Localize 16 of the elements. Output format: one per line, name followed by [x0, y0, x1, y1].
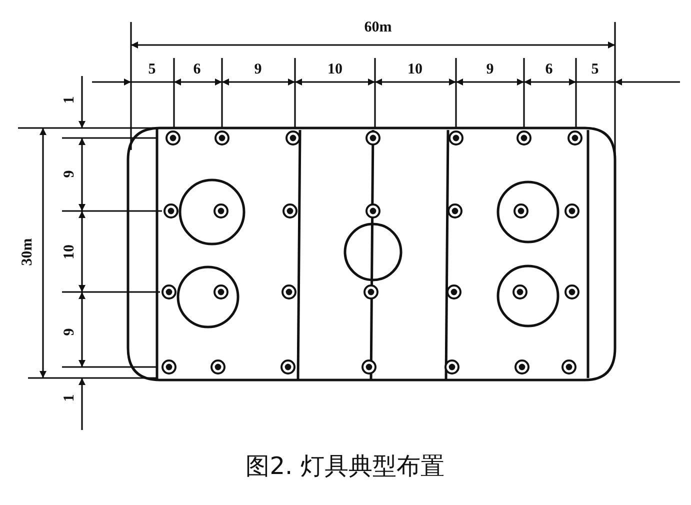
- dimension-label: 10: [328, 62, 342, 78]
- dimension-label: 5: [591, 62, 599, 78]
- dimension-label: 9: [254, 62, 262, 78]
- figure-caption: 图2. 灯具典型布置: [246, 451, 444, 482]
- dimension-label: 9: [486, 62, 494, 78]
- dimension-label: 9: [62, 170, 78, 178]
- dimension-label: 1: [62, 394, 78, 402]
- dimension-label: 30m: [20, 238, 36, 266]
- dimension-label: 5: [148, 62, 156, 78]
- dimension-label: 6: [545, 62, 553, 78]
- dimension-label: 10: [62, 244, 78, 260]
- dimension-label: 6: [193, 62, 201, 78]
- dimension-label: 1: [62, 96, 78, 104]
- dimension-label: 10: [408, 62, 422, 78]
- dimension-label: 60m: [364, 20, 392, 36]
- dimension-label: 9: [62, 328, 78, 336]
